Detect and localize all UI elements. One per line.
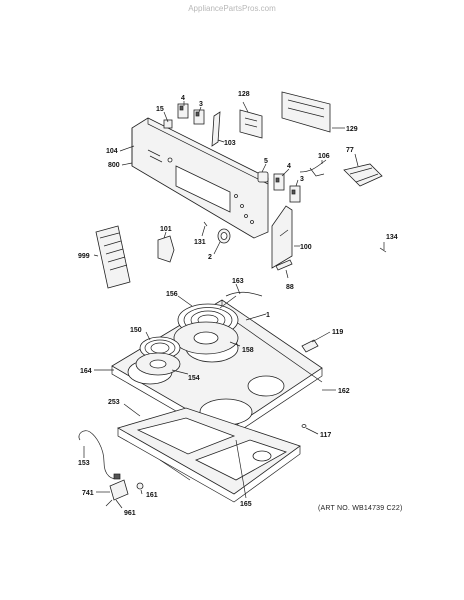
part-label-77: 77 bbox=[346, 147, 354, 154]
part-label-800: 800 bbox=[108, 162, 120, 169]
overlay-part[interactable] bbox=[281, 91, 331, 133]
part-label-162: 162 bbox=[338, 388, 350, 395]
screw-part-161[interactable] bbox=[136, 482, 144, 490]
part-label-106: 106 bbox=[318, 153, 330, 160]
part-label-163: 163 bbox=[232, 278, 244, 285]
part-label-2: 2 bbox=[208, 254, 212, 261]
part-label-154: 154 bbox=[188, 375, 200, 382]
bracket-part[interactable] bbox=[211, 111, 221, 147]
hinge-bracket-part[interactable] bbox=[301, 339, 319, 353]
part-label-100: 100 bbox=[300, 244, 312, 251]
mounting-bracket-part[interactable] bbox=[343, 163, 383, 187]
part-label-3b: 3 bbox=[300, 176, 304, 183]
drip-pan-small-part[interactable] bbox=[135, 352, 181, 376]
part-label-164: 164 bbox=[80, 368, 92, 375]
spring-part[interactable] bbox=[275, 259, 293, 271]
part-label-131: 131 bbox=[194, 239, 206, 246]
part-label-999: 999 bbox=[78, 253, 90, 260]
watermark-text: AppliancePartsPros.com bbox=[188, 4, 276, 13]
control-panel-part[interactable] bbox=[131, 117, 269, 239]
art-number-text: (ART NO. WB14739 C22) bbox=[318, 505, 403, 512]
screw-part-117[interactable] bbox=[301, 424, 307, 428]
part-label-150: 150 bbox=[130, 327, 142, 334]
infinite-switch-part[interactable] bbox=[163, 103, 205, 129]
part-label-4a: 4 bbox=[181, 95, 185, 102]
part-label-961: 961 bbox=[124, 510, 136, 517]
part-label-5: 5 bbox=[264, 158, 268, 165]
part-label-1: 1 bbox=[266, 312, 270, 319]
part-label-101: 101 bbox=[160, 226, 172, 233]
part-label-128: 128 bbox=[238, 91, 250, 98]
end-cap-part[interactable] bbox=[271, 205, 293, 269]
drip-pan-large-part[interactable] bbox=[173, 321, 239, 355]
switch-part[interactable] bbox=[257, 171, 301, 203]
screw-part-134[interactable] bbox=[379, 247, 387, 253]
part-label-117: 117 bbox=[320, 432, 331, 439]
receptacle-kit-part[interactable] bbox=[105, 479, 129, 507]
receptacle-wire-153-part[interactable] bbox=[78, 430, 121, 480]
part-label-253: 253 bbox=[108, 399, 120, 406]
part-label-134: 134 bbox=[386, 234, 398, 241]
screw-part[interactable] bbox=[203, 221, 208, 227]
receptacle-wire-part[interactable] bbox=[225, 291, 263, 297]
leader-lines bbox=[83, 101, 385, 509]
burner-box-part[interactable] bbox=[116, 407, 301, 503]
part-label-156: 156 bbox=[166, 291, 178, 298]
part-label-165: 165 bbox=[240, 501, 252, 508]
part-labels: 4 3 15 128 129 104 800 103 5 4 106 77 3 … bbox=[78, 91, 398, 517]
part-label-153: 153 bbox=[78, 460, 90, 467]
part-label-741: 741 bbox=[82, 490, 94, 497]
part-label-161: 161 bbox=[146, 492, 158, 499]
part-label-15: 15 bbox=[156, 106, 164, 113]
part-label-104: 104 bbox=[106, 148, 118, 155]
part-label-158: 158 bbox=[242, 347, 254, 354]
switch-bracket-part[interactable] bbox=[157, 235, 175, 263]
part-label-129: 129 bbox=[346, 126, 358, 133]
part-label-103: 103 bbox=[224, 140, 236, 147]
part-label-88: 88 bbox=[286, 284, 294, 291]
knob-part[interactable] bbox=[217, 228, 231, 244]
part-label-4b: 4 bbox=[287, 163, 291, 170]
control-board-part[interactable] bbox=[239, 109, 263, 139]
owners-manual-part[interactable] bbox=[95, 225, 131, 289]
part-label-3a: 3 bbox=[199, 101, 203, 108]
wire-harness-part[interactable] bbox=[299, 159, 327, 177]
part-label-119: 119 bbox=[332, 329, 343, 336]
